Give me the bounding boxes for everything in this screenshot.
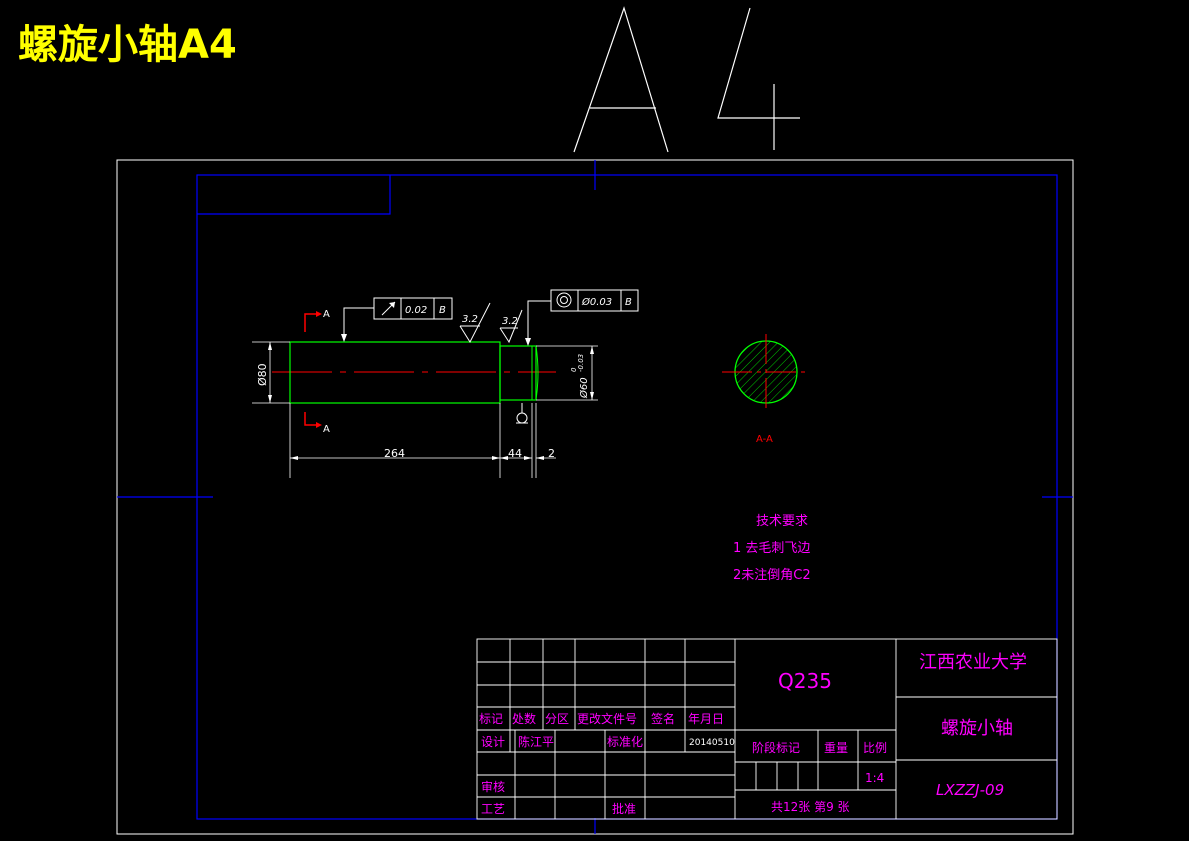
tb-review-label: 审核 <box>481 779 505 794</box>
drawing-number-box <box>197 175 391 215</box>
tech-req-item-1: 1 去毛刺飞边 <box>733 541 810 556</box>
tb-stage-label: 阶段标记 <box>752 740 800 755</box>
centering-marks <box>117 160 1073 834</box>
tolerance-upper: 0 <box>570 367 578 372</box>
shaft-main-view <box>272 341 556 404</box>
roughness-symbols <box>459 302 523 344</box>
tb-approve-label: 批准 <box>612 801 636 816</box>
section-view-a-a <box>722 334 810 410</box>
concentricity-icon <box>556 292 572 308</box>
drawing-title: 螺旋小轴A4 <box>18 22 237 68</box>
runout-value: 0.02 <box>405 305 427 316</box>
tb-scale-label: 比例 <box>863 741 887 755</box>
tb-header-change-doc: 更改文件号 <box>577 711 637 726</box>
section-cut-marks <box>304 313 316 426</box>
runout-tolerance-frame <box>341 297 453 342</box>
section-mark-bottom: A <box>323 424 330 435</box>
tb-drawing-no: LXZZJ-09 <box>936 781 1004 799</box>
dimension-arrows <box>268 342 594 460</box>
dimension-length-44: 44 <box>508 447 522 460</box>
tech-req-item-2: 2未注倒角C2 <box>733 568 811 583</box>
dimension-length-264: 264 <box>384 447 405 460</box>
tb-header-zone: 分区 <box>545 712 569 726</box>
section-label: A-A <box>756 434 773 445</box>
tb-material: Q235 <box>778 669 832 693</box>
tb-header-signature: 签名 <box>651 711 675 726</box>
concentricity-value: Ø0.03 <box>581 296 612 308</box>
title-block-grid <box>476 638 1058 820</box>
section-mark-top: A <box>323 309 330 320</box>
roughness-value-2: 3.2 <box>502 316 518 327</box>
section-cut-arrows <box>316 311 322 428</box>
tb-sheets: 共12张 第9 张 <box>771 800 850 814</box>
dimension-lines <box>252 341 598 478</box>
tb-header-date: 年月日 <box>688 712 724 726</box>
runout-datum: B <box>439 305 446 316</box>
tb-header-count: 处数 <box>512 711 536 726</box>
concentricity-tolerance-frame <box>525 289 639 346</box>
tb-design-label: 设计 <box>481 735 505 749</box>
dimension-length-2: 2 <box>548 447 555 460</box>
tolerance-lower: -0.03 <box>577 354 585 372</box>
dimension-dia-60: Ø60 <box>578 377 590 399</box>
outer-frame <box>116 159 1074 835</box>
tb-standard-label: 标准化 <box>607 735 643 749</box>
tb-part-name: 螺旋小轴 <box>941 718 1013 739</box>
big-a4-label <box>573 6 800 153</box>
title-block-headers: 标记 处数 分区 更改文件号 签名 年月日 <box>479 711 724 726</box>
tb-scale: 1:4 <box>865 771 884 785</box>
roughness-value-1: 3.2 <box>462 314 478 325</box>
tb-header-mark: 标记 <box>479 712 503 726</box>
tb-school: 江西农业大学 <box>919 652 1027 673</box>
shaft-small-section <box>499 345 537 401</box>
datum-symbol <box>516 403 528 424</box>
tb-designer: 陈江平 <box>518 734 554 749</box>
tb-date: 20140510 <box>689 738 735 748</box>
tech-req-heading: 技术要求 <box>756 514 808 529</box>
concentricity-datum: B <box>625 297 632 308</box>
tb-weight-label: 重量 <box>824 741 848 755</box>
tb-process-label: 工艺 <box>481 802 505 816</box>
dimension-dia-80: Ø80 <box>256 363 269 386</box>
